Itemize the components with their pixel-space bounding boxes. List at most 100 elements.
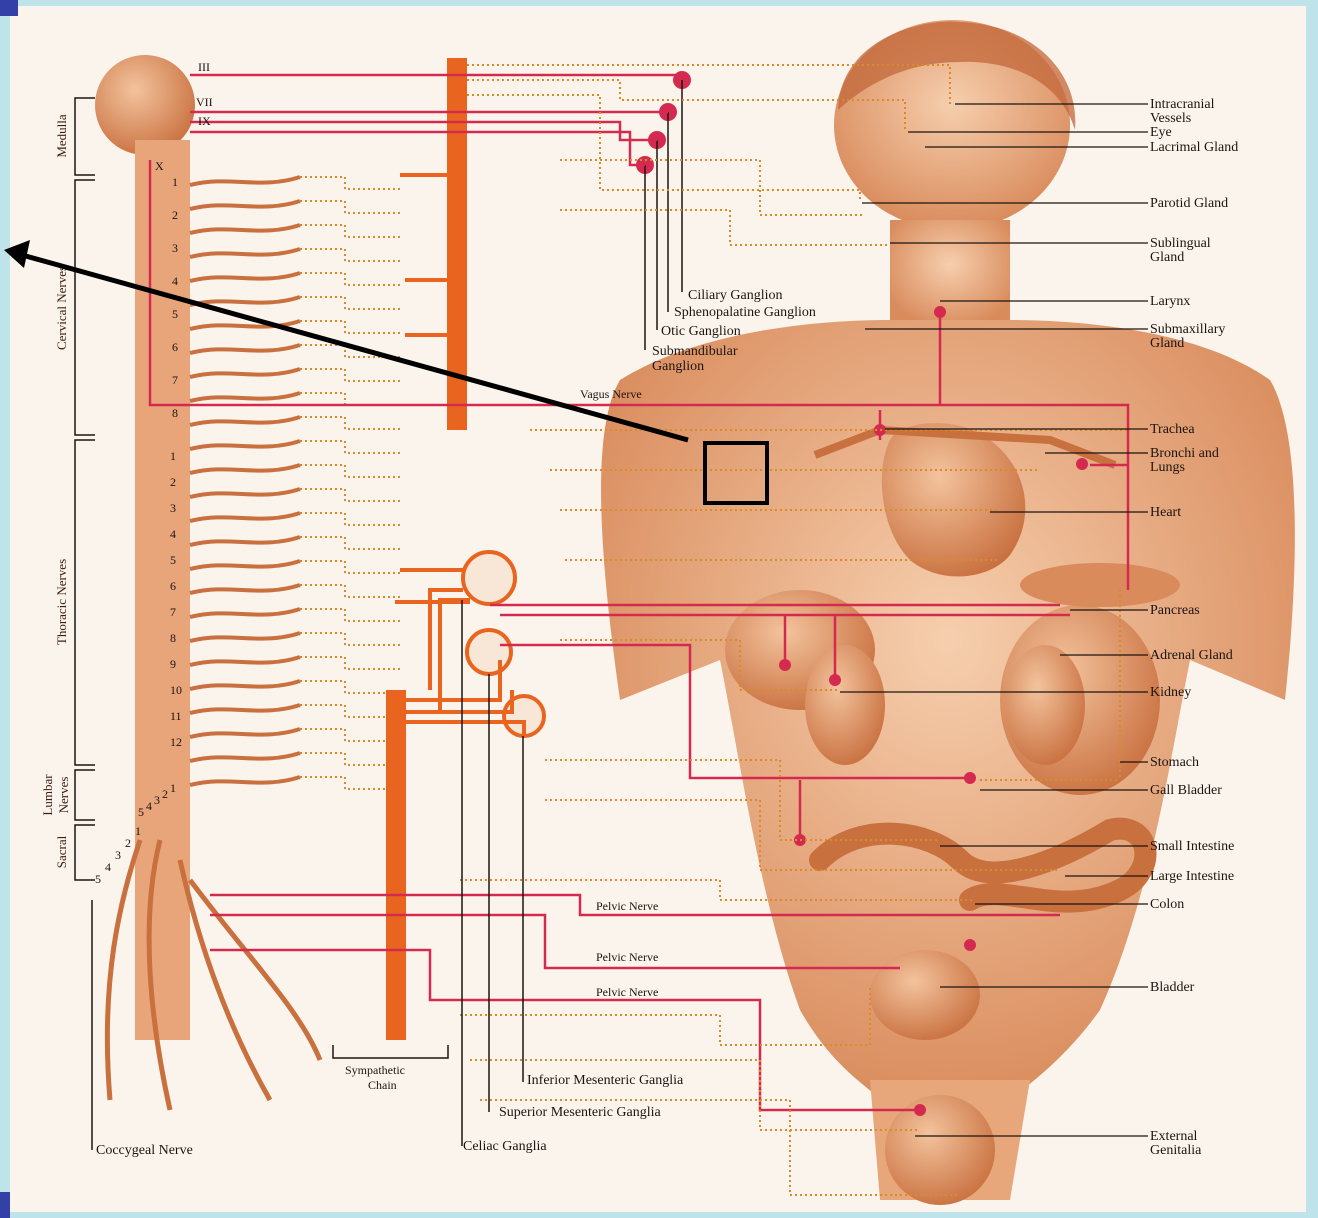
organ-label: Kidney — [1150, 685, 1191, 700]
spinal-nerve-fiber — [190, 225, 300, 233]
spinal-nerve-fiber — [190, 657, 300, 665]
organ-label: External — [1150, 1129, 1198, 1144]
segment-number: 2 — [170, 475, 176, 489]
segment-number: 9 — [170, 657, 176, 671]
segment-number: 3 — [115, 848, 121, 862]
segment-number: 5 — [170, 553, 176, 567]
segment-number: 8 — [172, 406, 178, 420]
preganglionic-fiber — [300, 393, 400, 405]
preganglionic-fiber — [300, 513, 400, 525]
segment-number: 5 — [95, 872, 101, 886]
preganglionic-fiber — [300, 297, 400, 309]
spinal-nerve-fiber — [190, 537, 300, 545]
label-medulla: Medulla — [54, 114, 69, 158]
preganglionic-fiber — [300, 321, 400, 333]
organ-label: Heart — [1150, 505, 1181, 520]
superior-mesenteric-ganglion-circle — [467, 630, 511, 674]
spinal-column — [95, 55, 400, 1110]
segment-number: 1 — [170, 449, 176, 463]
spinal-nerve-fiber — [190, 729, 300, 737]
segment-number: 8 — [170, 631, 176, 645]
spinal-nerve-fiber — [190, 441, 300, 449]
label-superior-mesenteric: Superior Mesenteric Ganglia — [499, 1105, 662, 1120]
label-pelvic-nerve-1: Pelvic Nerve — [596, 899, 658, 913]
spinal-nerve-fiber — [190, 345, 300, 353]
preganglionic-fiber — [300, 201, 400, 213]
spinal-nerve-fiber — [190, 273, 300, 281]
organ-label: Gland — [1150, 250, 1184, 265]
organ-label: Gall Bladder — [1150, 783, 1222, 798]
label-sacral: Sacral — [54, 835, 69, 868]
label-ciliary-ganglion: Ciliary Ganglion — [688, 288, 783, 303]
spinal-nerve-fiber — [190, 489, 300, 497]
preganglionic-fiber — [300, 561, 400, 573]
organ-label: Parotid Gland — [1150, 196, 1228, 211]
segment-number: 4 — [172, 274, 178, 288]
organ-label: Pancreas — [1150, 603, 1200, 618]
preganglionic-fiber — [300, 585, 400, 597]
organ-label: Genitalia — [1150, 1143, 1202, 1158]
preganglionic-fiber — [300, 705, 400, 717]
label-sympathetic-2: Chain — [368, 1078, 397, 1092]
spinal-nerve-fiber — [190, 705, 300, 713]
bladder-shape — [870, 950, 980, 1040]
spinal-nerve-fiber — [190, 777, 300, 785]
spinal-nerve-fiber — [190, 633, 300, 641]
segment-number: 6 — [170, 579, 176, 593]
spinal-nerve-fiber — [190, 609, 300, 617]
neck — [890, 220, 1010, 330]
segment-number: 2 — [172, 208, 178, 222]
organ-label: Stomach — [1150, 755, 1199, 770]
spinal-nerve-fiber — [190, 465, 300, 473]
segment-number: 3 — [154, 793, 160, 807]
numeral-X: X — [155, 159, 164, 173]
spinal-nerve-fiber — [190, 561, 300, 569]
preganglionic-fiber — [300, 537, 400, 549]
segment-number: 4 — [105, 860, 111, 874]
label-inferior-mesenteric: Inferior Mesenteric Ganglia — [527, 1073, 684, 1088]
organ-label: Submaxillary — [1150, 322, 1225, 337]
label-submandibular-2: Ganglion — [652, 359, 704, 374]
segment-number: 12 — [170, 735, 182, 749]
sympathetic-chain-bar — [386, 690, 406, 1040]
organ-label: Gland — [1150, 336, 1184, 351]
label-sphenopalatine-ganglion: Sphenopalatine Ganglion — [674, 305, 816, 320]
segment-number: 3 — [170, 501, 176, 515]
segment-number: 11 — [170, 709, 182, 723]
organ-label: Large Intestine — [1150, 869, 1234, 884]
label-lumbar: Lumbar — [40, 774, 55, 816]
chain-bracket — [333, 1045, 448, 1058]
segment-number: 6 — [172, 340, 178, 354]
preganglionic-fiber — [300, 417, 400, 429]
segment-number: 5 — [172, 307, 178, 321]
segment-number: 4 — [146, 799, 152, 813]
spinal-cord — [135, 140, 190, 1040]
segment-number: 2 — [162, 787, 168, 801]
organ-label: Colon — [1150, 897, 1184, 912]
pancreas-shape — [1020, 563, 1180, 607]
genitalia-shape — [885, 1095, 995, 1205]
preganglionic-fiber — [300, 177, 400, 189]
numeral-III: III — [198, 60, 210, 74]
preganglionic-fiber — [300, 273, 400, 285]
segment-number: 10 — [170, 683, 182, 697]
preganglionic-fiber — [300, 369, 400, 381]
preganglionic-fiber — [300, 441, 400, 453]
segment-number: 3 — [172, 241, 178, 255]
spinal-nerve-fiber — [190, 393, 300, 401]
organ-label: Lungs — [1150, 460, 1185, 475]
annotation-arrowhead — [4, 240, 30, 268]
segment-number: 1 — [135, 824, 141, 838]
preganglionic-fiber — [300, 489, 400, 501]
preganglionic-fiber — [300, 609, 400, 621]
spinal-nerve-fiber — [190, 417, 300, 425]
preganglionic-fiber — [300, 249, 400, 261]
organ-label: Lacrimal Gland — [1150, 140, 1238, 155]
kidney-right-shape — [1005, 645, 1085, 765]
kidney-left-shape — [805, 645, 885, 765]
preganglionic-fiber — [300, 657, 400, 669]
preganglionic-fiber — [300, 777, 400, 789]
label-coccygeal-nerve: Coccygeal Nerve — [96, 1143, 193, 1158]
celiac-ganglion-circle — [463, 552, 515, 604]
